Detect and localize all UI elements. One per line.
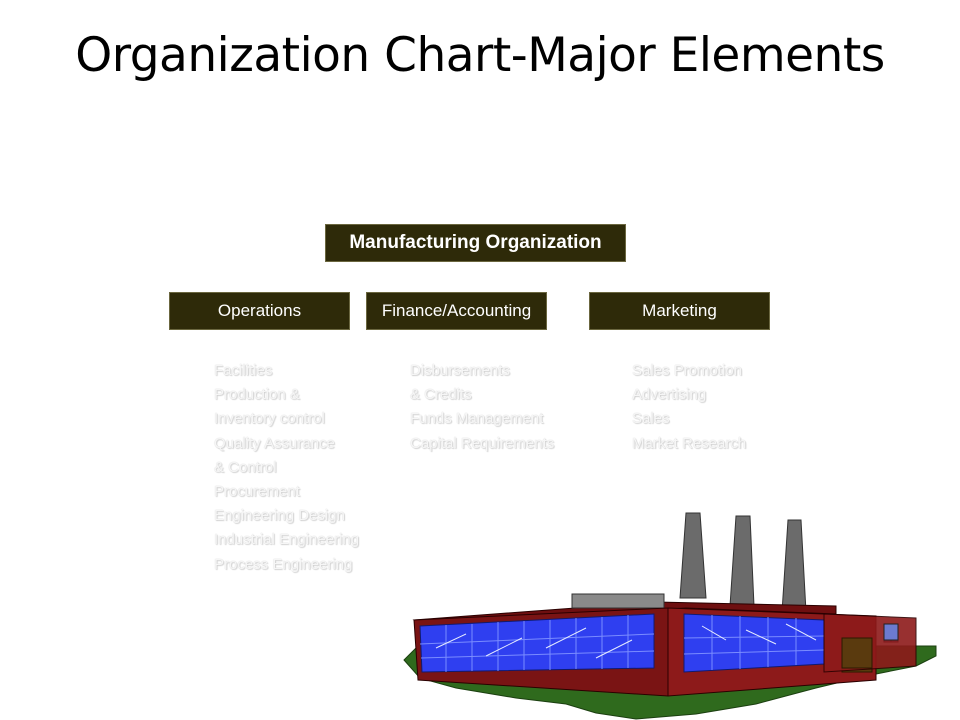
list-item: Production &	[214, 386, 300, 404]
dept-box-finance: Finance/Accounting	[366, 292, 547, 330]
window-band-side	[683, 613, 825, 673]
window-grid	[419, 615, 825, 672]
list-item: Market Research	[632, 434, 747, 452]
list-item: Disbursements	[410, 362, 511, 379]
list-item: Procurement	[214, 483, 300, 501]
dept-box-operations: Operations	[169, 292, 350, 330]
list-item: Advertising	[632, 386, 707, 404]
factory-illustration	[403, 512, 937, 720]
list-item: Sales Promotion	[632, 362, 743, 379]
org-root-box: Manufacturing Organization	[325, 224, 626, 262]
annex-window	[883, 623, 899, 641]
list-item: Process Engineering	[214, 555, 353, 573]
finance-list: Disbursements & Credits Funds Management…	[410, 359, 554, 456]
list-item: & Control	[214, 458, 277, 476]
smokestack	[729, 515, 755, 607]
smokestack	[781, 519, 807, 613]
list-item: Industrial Engineering	[214, 531, 360, 549]
list-item: Facilities	[214, 362, 273, 379]
list-item: Engineering Design	[214, 507, 345, 525]
list-item: & Credits	[410, 386, 472, 404]
list-item: Capital Requirements	[410, 434, 555, 452]
list-item: Quality Assurance	[214, 434, 335, 452]
slide-title: Organization Chart-Major Elements	[75, 28, 885, 83]
smokestack	[679, 512, 707, 599]
window-glare	[435, 623, 817, 659]
dept-box-marketing: Marketing	[589, 292, 770, 330]
factory-door-panel	[841, 637, 873, 669]
marketing-list: Sales Promotion Advertising Sales Market…	[632, 359, 746, 456]
list-item: Sales	[632, 410, 670, 428]
operations-list: Facilities Production & Inventory contro…	[214, 359, 359, 577]
list-item: Funds Management	[410, 410, 544, 428]
roof-unit	[571, 593, 665, 609]
list-item: Inventory control	[214, 410, 325, 428]
